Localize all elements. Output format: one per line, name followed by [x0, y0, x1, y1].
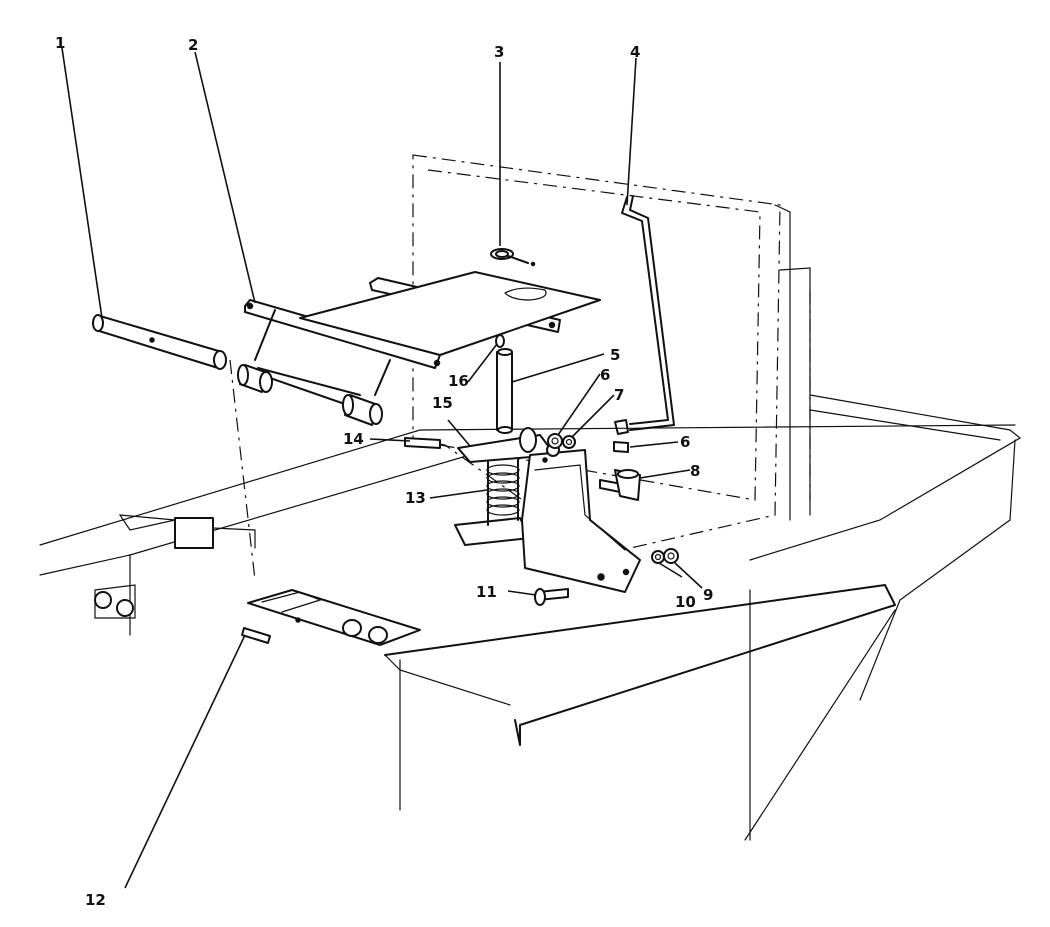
callout-3: 3 [494, 43, 504, 61]
roll-pin [241, 627, 271, 644]
seat-plate-assembly [229, 271, 601, 581]
plunger [519, 427, 537, 453]
flat-washer [651, 550, 665, 564]
callout-14: 14 [343, 430, 364, 448]
hinge-plate [247, 589, 421, 646]
washer-nut-pair [651, 548, 679, 564]
callout-11: 11 [476, 583, 497, 601]
callout-8: 8 [690, 462, 700, 480]
wheel-stud [116, 599, 134, 617]
callouts: 1 2 3 4 5 6 6 7 8 9 10 11 12 13 14 15 16 [55, 34, 713, 909]
pivot-rod [495, 334, 513, 434]
roll-pin-hinge [241, 589, 421, 646]
spacer-plate [404, 437, 441, 449]
callout-7: 7 [614, 386, 624, 404]
callout-6b: 6 [680, 433, 690, 451]
hex-bolt [534, 588, 569, 606]
callout-13: 13 [405, 489, 426, 507]
callout-4: 4 [630, 43, 640, 61]
hex-nut [613, 441, 629, 453]
lock-washer [562, 435, 576, 449]
leader-lines [61, 47, 703, 889]
spring-bracket-assembly [404, 427, 641, 593]
callout-9: 9 [703, 586, 713, 604]
fasteners [547, 433, 641, 501]
mounting-block [174, 517, 214, 549]
callout-12: 12 [85, 891, 106, 909]
pivot-shaft [92, 314, 383, 426]
callout-1: 1 [55, 34, 65, 52]
callout-2: 2 [188, 36, 198, 54]
callout-5: 5 [610, 346, 620, 364]
compression-spring [486, 464, 520, 516]
callout-10: 10 [675, 593, 696, 611]
callout-6a: 6 [600, 366, 610, 384]
callout-16: 16 [448, 372, 469, 390]
lower-spring-bracket [454, 517, 531, 546]
seat-plate [299, 271, 601, 356]
seat-rod [614, 195, 675, 435]
deck-body [39, 394, 1022, 841]
hair-pin-clip [490, 248, 536, 267]
callout-15: 15 [432, 394, 453, 412]
lock-nut [663, 548, 679, 564]
hex-nut [547, 433, 563, 449]
hinge-bracket [521, 449, 641, 593]
wheel-stud [94, 591, 112, 609]
